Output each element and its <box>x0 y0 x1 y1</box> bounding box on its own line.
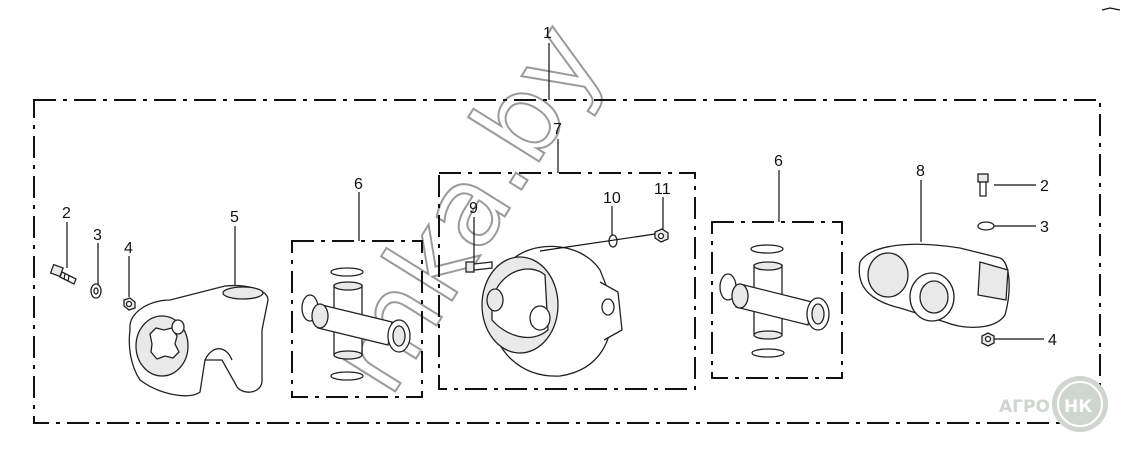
callout-2-right: 2 <box>1040 178 1049 195</box>
callout-10: 10 <box>603 190 621 207</box>
agronk-logo: АГРО НК <box>999 376 1108 432</box>
callout-7: 7 <box>553 121 562 138</box>
callout-3-right: 3 <box>1040 219 1049 236</box>
callout-8: 8 <box>916 163 925 180</box>
bolt-right <box>977 173 989 197</box>
corner-mark <box>1101 7 1121 11</box>
assembly-frame-6-right <box>711 221 843 379</box>
yoke-right <box>858 243 1010 328</box>
nut-right <box>981 332 995 347</box>
logo-text-right: НК <box>1064 397 1092 417</box>
logo-text-left: АГРО <box>999 397 1050 417</box>
callout-3-left: 3 <box>93 227 102 244</box>
splined-yoke <box>128 284 269 397</box>
bolt-left <box>49 263 77 285</box>
nut-left <box>123 297 136 311</box>
bolt-9 <box>465 261 493 273</box>
bolt-axis-line <box>539 233 656 252</box>
cross-joint-right <box>719 244 830 358</box>
leader-lines <box>66 43 1044 340</box>
callout-5: 5 <box>230 209 239 226</box>
assembly-frame-7 <box>438 172 696 390</box>
callout-2-left: 2 <box>62 205 71 222</box>
callouts: 1 2 3 4 5 6 7 9 10 11 6 8 2 3 4 <box>62 25 1057 349</box>
callout-6-right: 6 <box>774 153 783 170</box>
callout-1: 1 <box>543 25 552 42</box>
callout-9: 9 <box>469 200 478 217</box>
callout-6-left: 6 <box>354 176 363 193</box>
cross-joint-left <box>301 267 411 381</box>
callout-4-right: 4 <box>1048 332 1057 349</box>
assembly-frame-1 <box>33 99 1101 424</box>
assembly-frame-6-left <box>291 240 423 398</box>
nut-11 <box>654 228 669 243</box>
washer-right <box>977 221 995 231</box>
callout-4-left: 4 <box>124 240 133 257</box>
callout-11: 11 <box>654 181 671 198</box>
centering-housing <box>481 245 623 377</box>
washer-left <box>90 283 102 299</box>
